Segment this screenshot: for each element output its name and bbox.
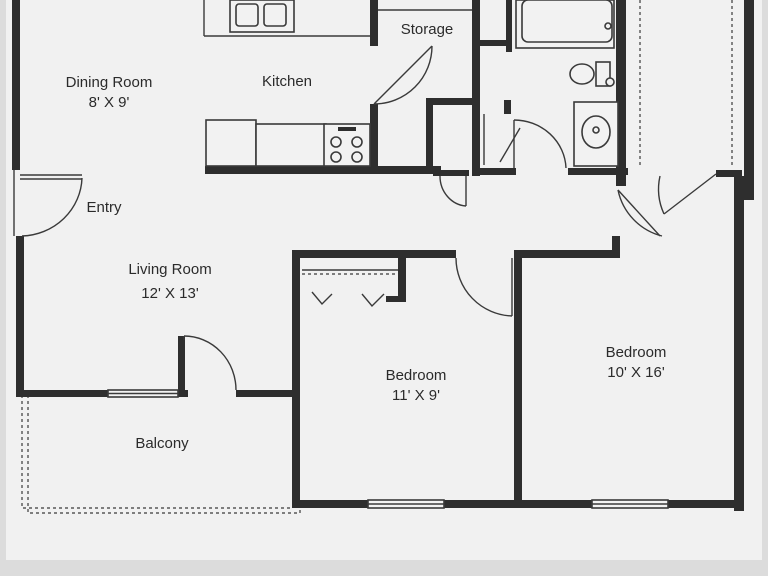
- bedroom-1-label: Bedroom 11' X 9': [386, 366, 447, 406]
- living-room-name: Living Room: [128, 261, 212, 278]
- bedroom-2-size: 10' X 16': [607, 364, 665, 381]
- balcony-name: Balcony: [135, 435, 189, 452]
- dining-room-label: Dining Room 8' X 9': [66, 73, 153, 113]
- storage-name: Storage: [400, 21, 454, 38]
- bedroom-1-name: Bedroom: [385, 367, 447, 384]
- dining-room-name: Dining Room: [65, 74, 153, 91]
- doors: [20, 45, 717, 391]
- kitchen-fixtures: [203, 0, 472, 167]
- bedroom-1-size: 11' X 9': [392, 387, 440, 404]
- bedroom-2-name: Bedroom: [605, 344, 667, 361]
- entry-label: Entry: [86, 198, 121, 218]
- kitchen-label: Kitchen: [262, 72, 312, 92]
- living-room-size: 12' X 13': [141, 285, 199, 302]
- walls: [12, 0, 754, 511]
- living-room-label: Living Room 12' X 13': [128, 258, 211, 306]
- kitchen-name: Kitchen: [261, 73, 313, 90]
- entry-name: Entry: [86, 199, 122, 216]
- bedroom-2-label: Bedroom 10' X 16': [606, 343, 667, 383]
- dining-room-size: 8' X 9': [88, 94, 130, 111]
- balcony-label: Balcony: [135, 434, 188, 454]
- balcony-outline: [21, 395, 301, 514]
- windows: [13, 170, 669, 509]
- bathroom-fixtures: [515, 0, 733, 168]
- storage-label: Storage: [401, 20, 454, 40]
